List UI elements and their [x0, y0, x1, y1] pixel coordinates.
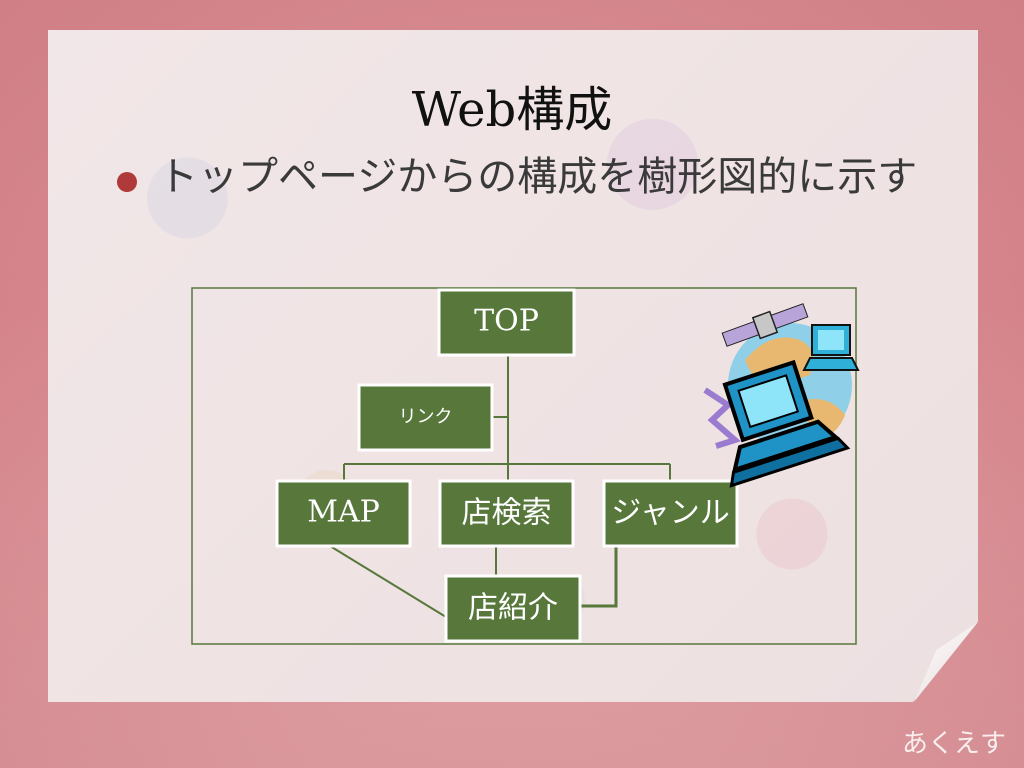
- node-top-label: TOP: [474, 304, 539, 339]
- node-search: 店検索: [438, 479, 575, 548]
- node-intro: 店紹介: [444, 574, 582, 643]
- node-genre: ジャンル: [602, 479, 739, 548]
- diagram-frame: [191, 287, 857, 645]
- node-search-label: 店検索: [462, 496, 552, 531]
- node-link-label: リンク: [399, 407, 453, 428]
- node-top: TOP: [437, 288, 576, 357]
- footer-author: あくえす: [901, 729, 1006, 759]
- node-map-label: MAP: [307, 495, 380, 530]
- connector-map-intro: [329, 545, 447, 618]
- node-intro-label: 店紹介: [468, 591, 558, 626]
- bullet-dot: [117, 172, 137, 192]
- slide-title: Web構成: [411, 82, 613, 138]
- node-genre-label: ジャンル: [611, 496, 730, 531]
- connector-genre-intro: [580, 546, 618, 608]
- computer-globe-clipart-icon: [703, 303, 860, 488]
- bullet-text: トップページからの構成を樹形図的に示す: [158, 154, 918, 200]
- node-map: MAP: [275, 479, 412, 548]
- node-link: リンク: [357, 383, 494, 452]
